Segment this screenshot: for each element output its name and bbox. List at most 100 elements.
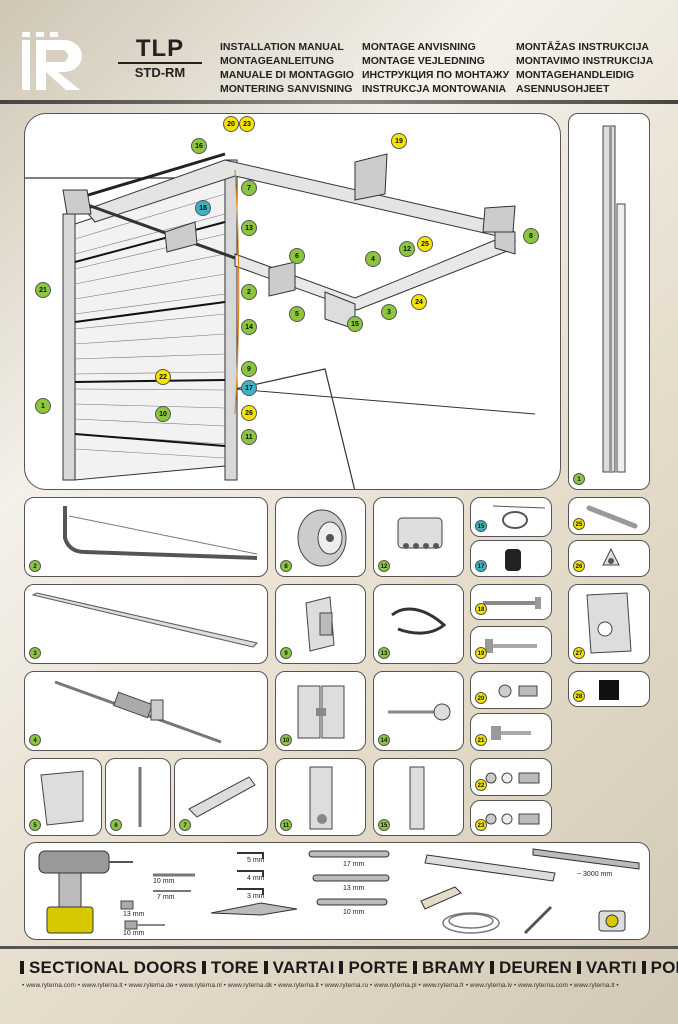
- footer-word-7: VARTI: [585, 958, 637, 977]
- part-10-label: 10: [280, 734, 292, 746]
- footer-word-3: VARTAI: [272, 958, 335, 977]
- title-it: MANUALE DI MONTAGGIO: [220, 69, 354, 81]
- callout-24: 24: [411, 294, 427, 310]
- wrench-label-3: 10 mm: [343, 909, 365, 916]
- footer-product-words: SECTIONAL DOORS TORE VARTAI PORTE BRAMY …: [20, 958, 678, 978]
- part-21-panel: 20: [470, 671, 552, 709]
- part-11-panel: 11: [275, 758, 366, 836]
- callout-17: 17: [241, 380, 257, 396]
- anchor-bolt-drawing: [483, 597, 541, 609]
- threaded-rod-drawing: [138, 767, 142, 827]
- part-7-panel: 7: [174, 758, 268, 836]
- hex-key-label-1: 5 mm: [247, 857, 265, 864]
- part-27-panel: 27: [568, 584, 650, 664]
- part-19-label: 18: [475, 603, 487, 615]
- end-bracket-drawing: [409, 766, 425, 830]
- part-24-label: 23: [475, 819, 487, 831]
- wrench-label-1: 17 mm: [343, 861, 365, 868]
- callout-16: 16: [191, 138, 207, 154]
- part-6-panel: 6: [105, 758, 171, 836]
- part-25-label: 25: [573, 518, 585, 530]
- titles-col1: INSTALLATION MANUAL MONTAGEANLEITUNG MAN…: [220, 40, 354, 96]
- title-pl: INSTRUKCJA MONTOWANIA: [362, 83, 507, 95]
- corner-bracket-drawing: [40, 770, 84, 826]
- callout-20: 20: [223, 116, 239, 132]
- footer-word-1: SECTIONAL DOORS: [29, 958, 197, 977]
- callout-11: 11: [241, 429, 257, 445]
- part-13-label: 13: [378, 647, 390, 659]
- part-23-label: 22: [475, 779, 487, 791]
- footer-word-6: DEUREN: [498, 958, 572, 977]
- footer-divider: [0, 946, 678, 949]
- title-ru: ИНСТРУКЦИЯ ПО МОНТАЖУ: [362, 69, 510, 81]
- model-block: TLP STD-RM: [118, 36, 202, 82]
- part-24-panel: 23: [470, 800, 552, 836]
- spacer-drawing: [505, 549, 521, 571]
- part-23-panel: 22: [470, 758, 552, 796]
- footer-urls[interactable]: • www.ryterna.com • www.ryterna.lt • www…: [22, 982, 619, 989]
- part-28-panel: 28: [568, 671, 650, 707]
- callout-5: 5: [289, 306, 305, 322]
- part-10-panel: 10: [275, 671, 366, 751]
- cam-drawing: [602, 547, 620, 566]
- profile-drawing: [397, 517, 443, 549]
- callout-6: 6: [289, 248, 305, 264]
- middle-hinge-drawing: [297, 685, 345, 739]
- part-11-label: 11: [280, 819, 292, 831]
- title-nl: MONTAGEHANDLEIDIG: [516, 69, 635, 81]
- model-variant: STD-RM: [134, 65, 186, 80]
- socket-label-2: 10 mm: [123, 930, 145, 937]
- callout-8: 8: [523, 228, 539, 244]
- callout-4: 4: [365, 251, 381, 267]
- assembly-drawing: [25, 152, 536, 489]
- part-22-panel: 21: [470, 713, 552, 751]
- header-divider: [0, 100, 678, 104]
- callout-10: 10: [155, 406, 171, 422]
- part-6-label: 6: [110, 819, 122, 831]
- model-name: TLP: [118, 36, 202, 64]
- callout-23: 23: [239, 116, 255, 132]
- part-7-label: 7: [179, 819, 191, 831]
- pin-drawing: [586, 505, 638, 529]
- callout-3: 3: [381, 304, 397, 320]
- tape-length-label: ~ 3000 mm: [577, 871, 613, 878]
- part-1-label: 1: [573, 473, 585, 485]
- part-25-panel: 25: [568, 497, 650, 535]
- part-19-panel: 18: [470, 584, 552, 620]
- title-se: MONTAGE ANVISNING: [362, 41, 476, 53]
- part-28-label: 28: [573, 690, 585, 702]
- part-9-panel: 9: [275, 584, 366, 664]
- callout-9: 9: [241, 361, 257, 377]
- part-26-panel: 26: [568, 540, 650, 577]
- part-26-label: 26: [573, 560, 585, 572]
- part-2-label: 2: [29, 560, 41, 572]
- assembly-diagram-panel: 1 2 3 4 5 6 7 8 9 10 11 12 13 14 15 16 1…: [24, 113, 561, 490]
- part-5-panel: 5: [24, 758, 102, 836]
- part-5-label: 5: [29, 819, 41, 831]
- vertical-track-drawing: [602, 125, 626, 473]
- part-1-panel: 1: [568, 113, 650, 490]
- callout-1: 1: [35, 398, 51, 414]
- callout-2: 2: [241, 284, 257, 300]
- callout-13: 13: [241, 220, 257, 236]
- socket-label-1: 13 mm: [123, 911, 145, 918]
- drill-bit-label-1: 10 mm: [153, 878, 175, 885]
- roller-drawing: [388, 703, 451, 721]
- part-14-panel: 14: [373, 671, 464, 751]
- side-hinge-drawing: [305, 596, 335, 652]
- part-4-panel: 4: [24, 671, 268, 751]
- part-3-panel: 3: [24, 584, 268, 664]
- spring-shaft-drawing: [54, 680, 222, 744]
- bolt-drawing: [485, 639, 537, 653]
- titles-col3: MONTĀŽAS INSTRUKCIJA MONTAVIMO INSTRUKCI…: [516, 40, 653, 96]
- part-13-panel: 13: [373, 584, 464, 664]
- footer-word-2: TORE: [210, 958, 259, 977]
- top-bracket-drawing: [188, 776, 256, 818]
- titles-col2: MONTAGE ANVISNING MONTAGE VEJLEDNING ИНС…: [362, 40, 509, 96]
- part-18-label: 17: [475, 560, 487, 572]
- part-20-label: 19: [475, 647, 487, 659]
- part-12-panel: 12: [373, 497, 464, 577]
- callout-26: 26: [241, 405, 257, 421]
- wrench-label-2: 13 mm: [343, 885, 365, 892]
- hex-key-label-3: 3 mm: [247, 893, 265, 900]
